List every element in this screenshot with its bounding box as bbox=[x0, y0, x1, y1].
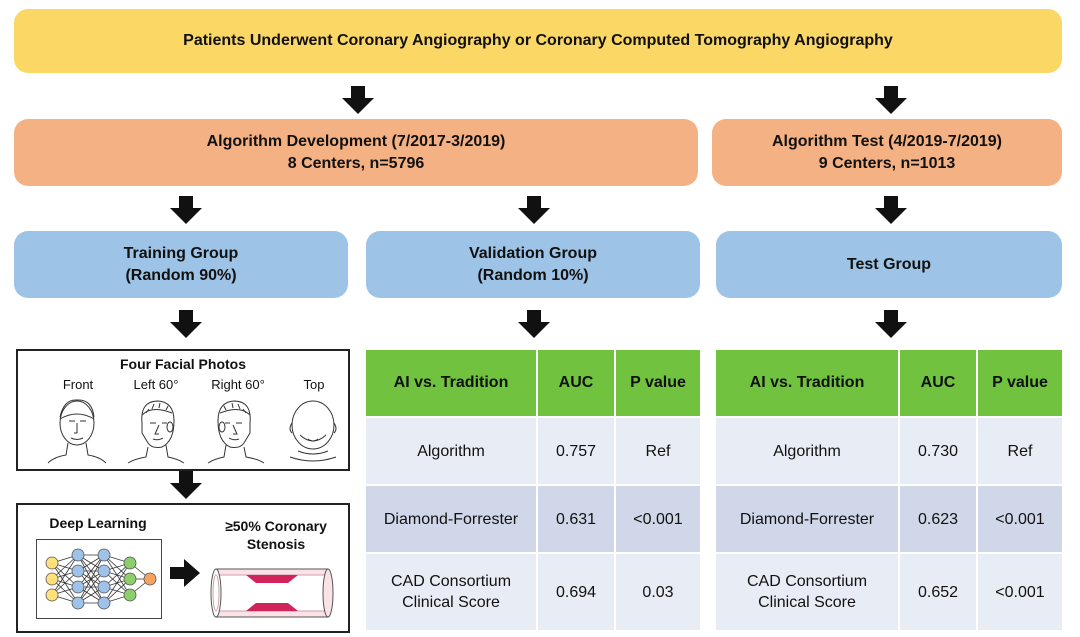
table-row: CAD Consortium Clinical Score 0.694 0.03 bbox=[366, 552, 700, 630]
neural-network-icon bbox=[36, 539, 162, 619]
photo-label-left: Left 60° bbox=[133, 377, 179, 392]
table-header-row: AI vs. Tradition AUC P value bbox=[716, 350, 1062, 416]
left-face-icon bbox=[127, 400, 185, 464]
method-cell: Diamond-Forrester bbox=[366, 484, 538, 552]
table-row: Diamond-Forrester 0.623 <0.001 bbox=[716, 484, 1062, 552]
table-row: Algorithm 0.757 Ref bbox=[366, 416, 700, 484]
col-header-auc: AUC bbox=[900, 350, 978, 416]
auc-cell: 0.730 bbox=[900, 416, 978, 484]
method-cell: Diamond-Forrester bbox=[716, 484, 900, 552]
facial-photos-panel: Four Facial Photos Front Left 60° Right … bbox=[16, 349, 350, 471]
method-name-line1: CAD Consortium bbox=[746, 573, 868, 590]
p-cell: <0.001 bbox=[978, 552, 1062, 630]
photo-label-top: Top bbox=[303, 377, 325, 392]
table-row: Algorithm 0.730 Ref bbox=[716, 416, 1062, 484]
population-text: Patients Underwent Coronary Angiography … bbox=[183, 32, 893, 49]
training-group-box: Training Group (Random 90%) bbox=[14, 231, 348, 298]
p-cell: Ref bbox=[978, 416, 1062, 484]
outcome-title: ≥50% Coronary Stenosis bbox=[206, 517, 346, 553]
col-header-p: P value bbox=[616, 350, 700, 416]
method-cell: Algorithm bbox=[716, 416, 900, 484]
test-group-box: Test Group bbox=[716, 231, 1062, 298]
p-cell: <0.001 bbox=[978, 484, 1062, 552]
arrow-down-icon bbox=[342, 86, 374, 114]
development-box: Algorithm Development (7/2017-3/2019) 8 … bbox=[14, 119, 698, 186]
photo-label-right: Right 60° bbox=[211, 377, 265, 392]
arrow-down-icon bbox=[170, 196, 202, 224]
auc-cell: 0.757 bbox=[538, 416, 616, 484]
test-group-title: Test Group bbox=[846, 255, 932, 273]
development-title: Algorithm Development (7/2017-3/2019) bbox=[206, 132, 506, 150]
validation-sub: (Random 10%) bbox=[477, 266, 589, 284]
arrow-down-icon bbox=[875, 86, 907, 114]
p-cell: Ref bbox=[616, 416, 700, 484]
method-name: Diamond-Forrester bbox=[383, 510, 519, 528]
validation-results-table: AI vs. Tradition AUC P value Algorithm 0… bbox=[366, 350, 700, 630]
test-box: Algorithm Test (4/2019-7/2019) 9 Centers… bbox=[712, 119, 1062, 186]
artery-stenosis-icon bbox=[210, 568, 334, 618]
method-name: Algorithm bbox=[773, 442, 841, 460]
p-cell: 0.03 bbox=[616, 552, 700, 630]
p-cell: <0.001 bbox=[616, 484, 700, 552]
arrow-down-icon bbox=[170, 310, 202, 338]
col-header-p: P value bbox=[978, 350, 1062, 416]
deep-learning-panel: Deep Learning ≥50% Coronary Stenosis bbox=[16, 503, 350, 633]
top-head-icon bbox=[289, 400, 337, 462]
outcome-line2: Stenosis bbox=[246, 536, 306, 552]
arrow-right-icon bbox=[170, 559, 200, 587]
facial-photos-title: Four Facial Photos bbox=[119, 356, 246, 372]
col-header-method: AI vs. Tradition bbox=[716, 350, 900, 416]
method-name-line2: Clinical Score bbox=[758, 594, 856, 611]
deep-learning-title: Deep Learning bbox=[49, 515, 147, 531]
col-header-auc: AUC bbox=[538, 350, 616, 416]
arrow-down-icon bbox=[518, 196, 550, 224]
table-header-row: AI vs. Tradition AUC P value bbox=[366, 350, 700, 416]
outcome-line1: ≥50% Coronary bbox=[225, 518, 327, 534]
auc-cell: 0.631 bbox=[538, 484, 616, 552]
method-cell: Algorithm bbox=[366, 416, 538, 484]
method-name: Algorithm bbox=[417, 442, 485, 460]
col-header-method: AI vs. Tradition bbox=[366, 350, 538, 416]
validation-title: Validation Group bbox=[468, 244, 597, 262]
front-face-icon bbox=[47, 399, 107, 464]
method-name-line1: CAD Consortium bbox=[390, 573, 512, 590]
auc-cell: 0.623 bbox=[900, 484, 978, 552]
auc-cell: 0.652 bbox=[900, 552, 978, 630]
training-sub: (Random 90%) bbox=[125, 266, 237, 284]
arrow-down-icon bbox=[170, 471, 202, 499]
photo-label-front: Front bbox=[62, 377, 94, 392]
table-row: CAD Consortium Clinical Score 0.652 <0.0… bbox=[716, 552, 1062, 630]
table-row: Diamond-Forrester 0.631 <0.001 bbox=[366, 484, 700, 552]
population-box: Patients Underwent Coronary Angiography … bbox=[14, 9, 1062, 73]
test-sub: 9 Centers, n=1013 bbox=[818, 154, 956, 172]
test-title: Algorithm Test (4/2019-7/2019) bbox=[771, 132, 1002, 150]
arrow-down-icon bbox=[875, 310, 907, 338]
training-title: Training Group bbox=[123, 244, 239, 262]
method-cell: CAD Consortium Clinical Score bbox=[716, 552, 900, 630]
test-results-table: AI vs. Tradition AUC P value Algorithm 0… bbox=[716, 350, 1062, 630]
development-sub: 8 Centers, n=5796 bbox=[287, 154, 425, 172]
method-name: Diamond-Forrester bbox=[739, 510, 875, 528]
arrow-down-icon bbox=[518, 310, 550, 338]
method-name-line2: Clinical Score bbox=[402, 594, 500, 611]
arrow-down-icon bbox=[875, 196, 907, 224]
validation-group-box: Validation Group (Random 10%) bbox=[366, 231, 700, 298]
right-face-icon bbox=[207, 400, 265, 464]
method-cell: CAD Consortium Clinical Score bbox=[366, 552, 538, 630]
auc-cell: 0.694 bbox=[538, 552, 616, 630]
